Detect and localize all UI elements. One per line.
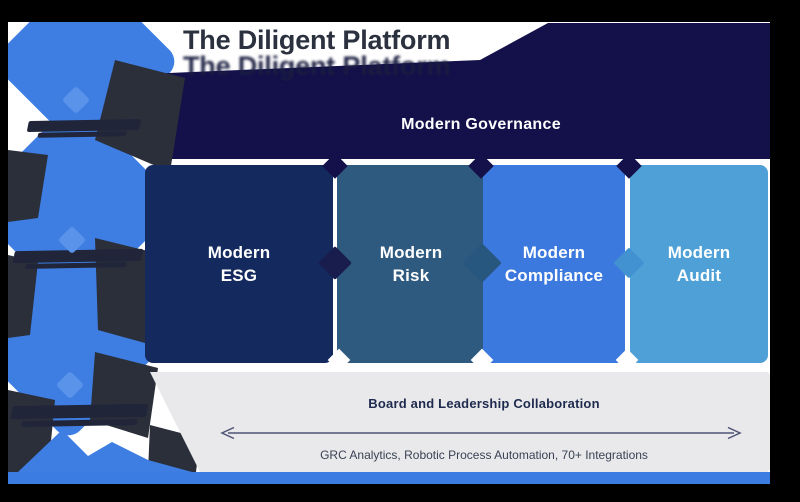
collaboration-heading: Board and Leadership Collaboration: [368, 396, 600, 411]
glitch-text-bar: [26, 119, 142, 132]
slide-background: Modern Governance The Diligent Platform …: [8, 22, 770, 484]
platform-title: The Diligent Platform: [183, 25, 451, 55]
collaboration-band: Board and Leadership Collaboration GRC A…: [150, 372, 770, 472]
double-headed-arrow-icon: [220, 426, 742, 440]
glitch-text-bar: [21, 418, 138, 428]
governance-banner-label: Modern Governance: [401, 116, 561, 133]
platform-title-ghost: The Diligent Platform: [183, 51, 451, 81]
card-modern-esg: Modern ESG: [145, 165, 333, 363]
glitch-text-bar: [12, 248, 144, 264]
glitch-text-bar: [10, 403, 149, 420]
card-modern-risk: Modern Risk: [337, 165, 485, 363]
integrations-subheading: GRC Analytics, Robotic Process Automatio…: [320, 448, 648, 462]
card-modern-audit: Modern Audit: [630, 165, 768, 363]
footer-accent-bar: [8, 472, 770, 484]
card-modern-compliance: Modern Compliance: [483, 165, 625, 363]
double-arrow: [218, 426, 744, 440]
diamond-peak: [18, 430, 192, 472]
